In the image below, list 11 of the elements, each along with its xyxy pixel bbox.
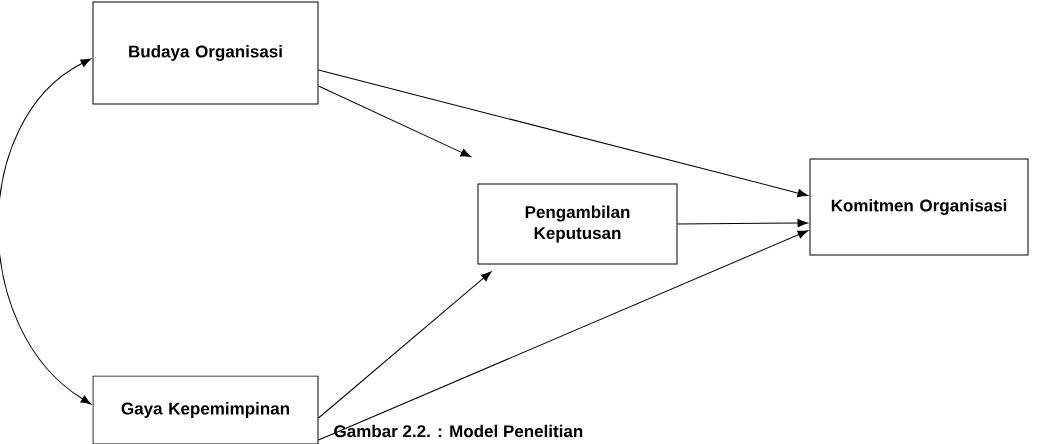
concept-box: Budaya Organisasi: [92, 1, 319, 105]
concept-box: Pengambilan Keputusan: [477, 183, 678, 265]
arrow: [318, 230, 809, 441]
arrow: [318, 69, 808, 198]
arrow: [677, 218, 808, 228]
arrow: [318, 271, 492, 419]
arrow: [0, 58, 92, 405]
concept-box: Gaya Kepemimpinan: [92, 375, 319, 444]
caption: Gambar 2.2. : Model Penelitian: [334, 424, 583, 438]
arrow: [318, 85, 472, 158]
concept-box: Komitmen Organisasi: [809, 158, 1029, 256]
